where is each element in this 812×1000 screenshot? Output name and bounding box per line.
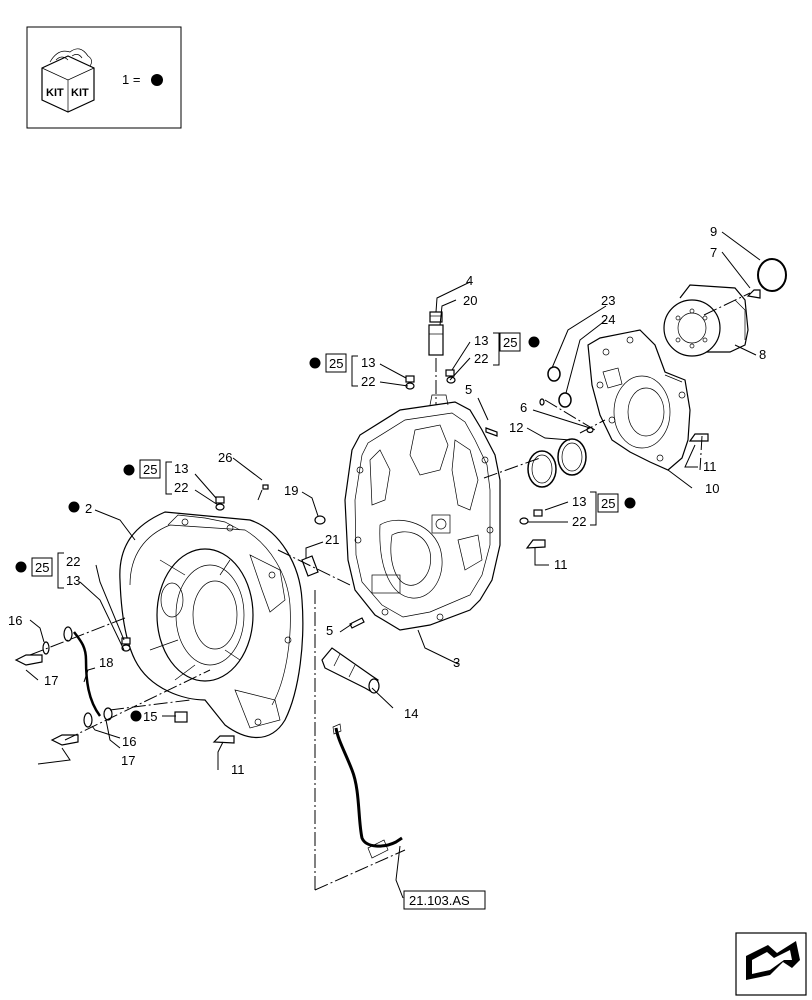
callout-21: 21 xyxy=(325,532,339,547)
part-18-pipe xyxy=(73,631,102,717)
kit-equation-label: 1 = xyxy=(122,72,140,87)
kit-ref-25: 25 xyxy=(329,356,343,371)
callout-11: 11 xyxy=(554,557,568,572)
callout-12: 12 xyxy=(509,420,523,435)
hardware-parts xyxy=(14,289,761,746)
callout-17: 17 xyxy=(44,673,58,688)
kit-ref-25: 25 xyxy=(601,496,615,511)
callout-20: 20 xyxy=(463,293,477,308)
kit-legend: KIT KIT 1 = xyxy=(26,26,182,129)
kit-dot-icon xyxy=(309,357,321,369)
kit-dot-icon xyxy=(151,74,163,86)
leader-lines xyxy=(25,231,761,899)
callout-22: 22 xyxy=(66,554,80,569)
callout-26: 26 xyxy=(218,450,232,465)
part-9-o-ring xyxy=(757,258,787,292)
callout-15: 15 xyxy=(143,709,157,724)
callout-13: 13 xyxy=(174,461,188,476)
callout-13: 13 xyxy=(66,573,80,588)
kit-ref-box xyxy=(139,459,161,479)
part-24-o-ring xyxy=(558,392,572,408)
callout-22: 22 xyxy=(361,374,375,389)
callout-22: 22 xyxy=(572,514,586,529)
kit-ref-box xyxy=(325,353,347,373)
callout-23: 23 xyxy=(601,293,615,308)
callout-19: 19 xyxy=(284,483,298,498)
callout-13: 13 xyxy=(474,333,488,348)
kit-dot-icon xyxy=(68,501,80,513)
callout-3: 3 xyxy=(453,655,460,670)
kit-ref-25: 25 xyxy=(143,462,157,477)
callout-13: 13 xyxy=(361,355,375,370)
kit-ref-box xyxy=(499,332,521,352)
kit-group-left: 25 xyxy=(15,552,64,589)
part-23-o-ring xyxy=(547,366,561,382)
kit-dot-icon xyxy=(528,336,540,348)
callout-18: 18 xyxy=(99,655,113,670)
kit-icon: KIT KIT xyxy=(41,48,95,113)
callout-labels: 2 3 4 20 5 5 6 7 8 9 10 11 11 11 12 13 2… xyxy=(8,224,766,777)
callout-10: 10 xyxy=(705,481,719,496)
kit-group-mid-left: 25 xyxy=(123,459,172,495)
callout-5: 5 xyxy=(465,382,472,397)
reference-label[interactable]: 21.103.AS xyxy=(409,893,470,908)
callout-11: 11 xyxy=(703,459,717,474)
part-2-front-housing xyxy=(119,511,304,738)
callout-7: 7 xyxy=(710,245,717,260)
kit-ref-25: 25 xyxy=(35,560,49,575)
reference-box xyxy=(403,890,486,910)
callout-17: 17 xyxy=(121,753,135,768)
callout-11: 11 xyxy=(231,762,245,777)
kit-icon-label-right: KIT xyxy=(71,87,89,99)
kit-group-top-right: 25 xyxy=(493,332,540,366)
callout-14: 14 xyxy=(404,706,418,721)
kit-ref-25: 25 xyxy=(503,335,517,350)
callout-16: 16 xyxy=(8,613,22,628)
part-14-shaft xyxy=(321,647,380,694)
callout-2: 2 xyxy=(85,501,92,516)
callout-9: 9 xyxy=(710,224,717,239)
part-20-fitting xyxy=(428,324,444,356)
part-12-seals xyxy=(527,438,587,488)
callout-6: 6 xyxy=(520,400,527,415)
alignment-lines xyxy=(29,292,751,891)
kit-dot-icon xyxy=(123,464,135,476)
callout-22: 22 xyxy=(474,351,488,366)
callout-13: 13 xyxy=(572,494,586,509)
kit-ref-box xyxy=(31,557,53,577)
kit-dot-icon xyxy=(130,710,142,722)
kit-icon-label-left: KIT xyxy=(46,87,64,99)
callout-16: 16 xyxy=(122,734,136,749)
kit-dot-icon xyxy=(624,497,636,509)
callout-24: 24 xyxy=(601,312,615,327)
part-10-rear-cover xyxy=(587,329,691,471)
part-3-transmission-case xyxy=(344,394,501,631)
kit-ref-box xyxy=(597,493,619,513)
callout-8: 8 xyxy=(759,347,766,362)
callout-22: 22 xyxy=(174,480,188,495)
callout-5: 5 xyxy=(326,623,333,638)
kit-group-right: 25 xyxy=(590,491,636,526)
external-pipe-21-103-as xyxy=(334,727,403,848)
kit-group-top-left: 25 xyxy=(309,353,358,387)
next-page-arrow-icon[interactable] xyxy=(735,932,807,996)
callout-4: 4 xyxy=(466,273,473,288)
kit-dot-icon xyxy=(15,561,27,573)
